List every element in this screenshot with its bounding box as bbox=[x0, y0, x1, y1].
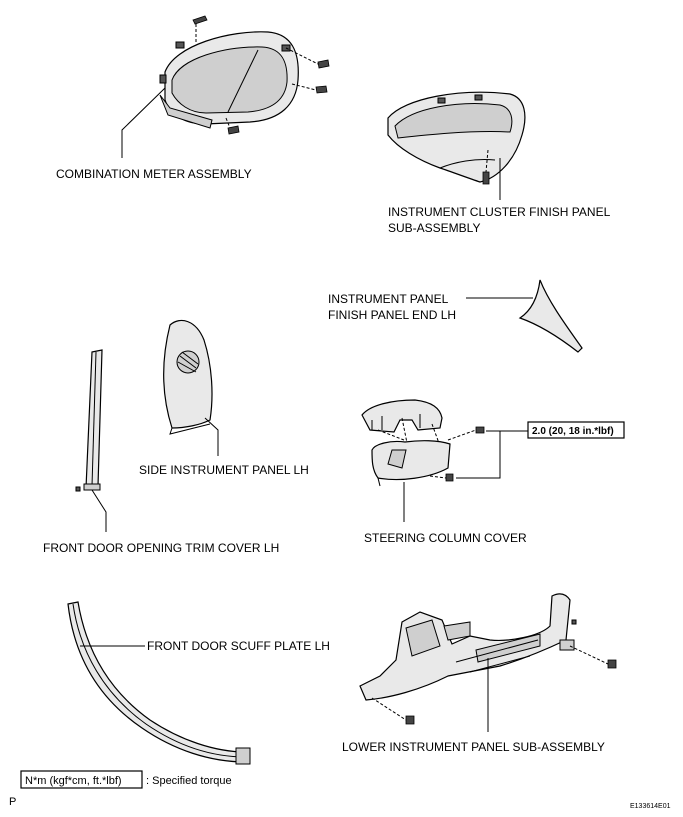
combination-meter-label: COMBINATION METER ASSEMBLY bbox=[56, 167, 252, 181]
trim-cover-leader bbox=[91, 489, 107, 532]
legend-description: : Specified torque bbox=[146, 775, 232, 787]
lower-instrument-panel-sub-assembly bbox=[359, 593, 617, 725]
panel-end-label-line2: FINISH PANEL END LH bbox=[328, 308, 456, 322]
torque-spec: 2.0 (20, 18 in.*lbf) bbox=[532, 426, 614, 437]
steering-cover-label: STEERING COLUMN COVER bbox=[364, 531, 527, 545]
legend-unit-box bbox=[20, 770, 143, 789]
combination-meter-leader bbox=[121, 87, 166, 158]
side-panel-leader bbox=[204, 417, 219, 456]
lower-panel-label: LOWER INSTRUMENT PANEL SUB-ASSEMBLY bbox=[342, 740, 605, 754]
instrument-cluster-finish-panel bbox=[387, 91, 526, 185]
corner-mark-p: P bbox=[9, 796, 16, 808]
front-door-opening-trim-cover-lh bbox=[75, 349, 103, 492]
torque-leader bbox=[456, 430, 528, 479]
front-door-scuff-plate-lh bbox=[67, 601, 251, 765]
finish-panel-end-lh bbox=[518, 277, 583, 353]
figure-id: E133614E01 bbox=[630, 803, 671, 810]
steering-column-cover bbox=[361, 399, 485, 487]
side-instrument-panel-lh bbox=[163, 319, 213, 435]
trim-cover-label: FRONT DOOR OPENING TRIM COVER LH bbox=[43, 541, 279, 555]
panel-end-label-line1: INSTRUMENT PANEL bbox=[328, 292, 449, 306]
cluster-finish-label-line1: INSTRUMENT CLUSTER FINISH PANEL bbox=[388, 205, 611, 219]
side-panel-label: SIDE INSTRUMENT PANEL LH bbox=[139, 463, 309, 477]
combination-meter-assembly bbox=[159, 15, 330, 135]
cluster-finish-label-line2: SUB-ASSEMBLY bbox=[388, 221, 480, 235]
torque-spec-box bbox=[527, 421, 625, 439]
scuff-plate-label: FRONT DOOR SCUFF PLATE LH bbox=[147, 639, 330, 653]
legend-unit: N*m (kgf*cm, ft.*lbf) bbox=[25, 775, 122, 787]
